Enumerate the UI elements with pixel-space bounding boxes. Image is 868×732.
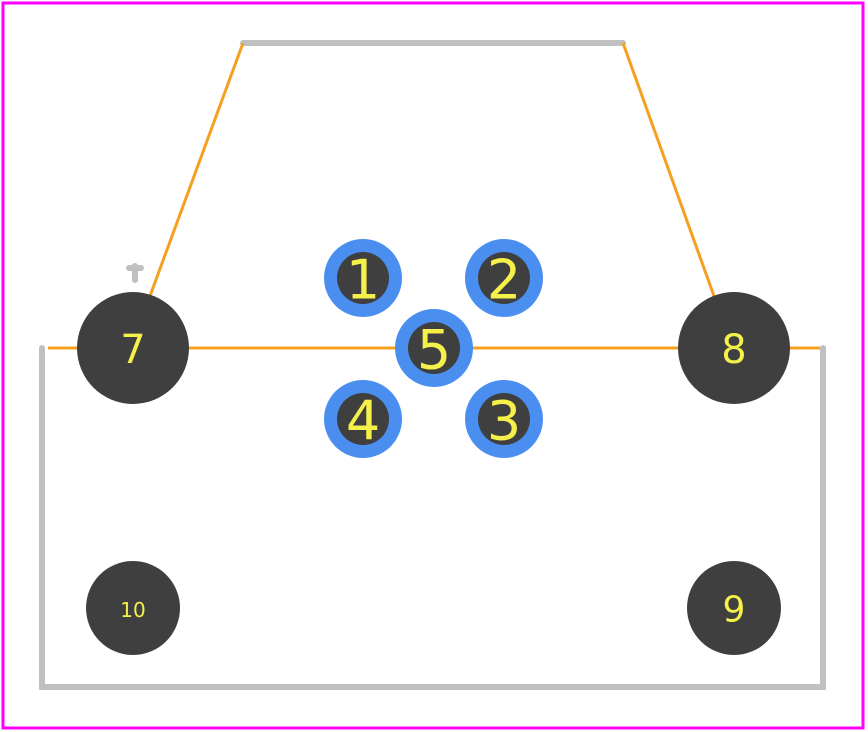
pad-7: 7 — [77, 292, 189, 404]
pad-label: 3 — [487, 390, 521, 453]
pad-3: 3 — [465, 380, 543, 458]
pad-hole — [478, 252, 530, 304]
pad-5: 5 — [395, 309, 473, 387]
pad-circle — [86, 561, 180, 655]
pad-10: 10 — [86, 561, 180, 655]
pad-label: 8 — [721, 327, 746, 373]
pad-hole — [337, 393, 389, 445]
pad-label: 10 — [120, 598, 145, 622]
pad-1: 1 — [324, 239, 402, 317]
pad-hole — [408, 322, 460, 374]
pad-label: 9 — [723, 590, 746, 631]
courtyard-right — [621, 42, 716, 297]
pad-circle — [687, 561, 781, 655]
pad-circle — [77, 292, 189, 404]
pad-label: 7 — [120, 327, 145, 373]
silkscreen-body-outline — [39, 345, 826, 690]
pad-label: 5 — [417, 319, 451, 382]
pad-9: 9 — [687, 561, 781, 655]
pad-hole — [478, 393, 530, 445]
pin1-marker — [126, 263, 144, 283]
pad-8: 8 — [678, 292, 790, 404]
pad-4: 4 — [324, 380, 402, 458]
pad-label: 4 — [346, 390, 380, 453]
courtyard-left — [148, 42, 245, 297]
pad-circle — [678, 292, 790, 404]
pad-2: 2 — [465, 239, 543, 317]
pad-label: 1 — [346, 249, 380, 312]
pad-hole — [337, 252, 389, 304]
pad-label: 2 — [487, 249, 521, 312]
